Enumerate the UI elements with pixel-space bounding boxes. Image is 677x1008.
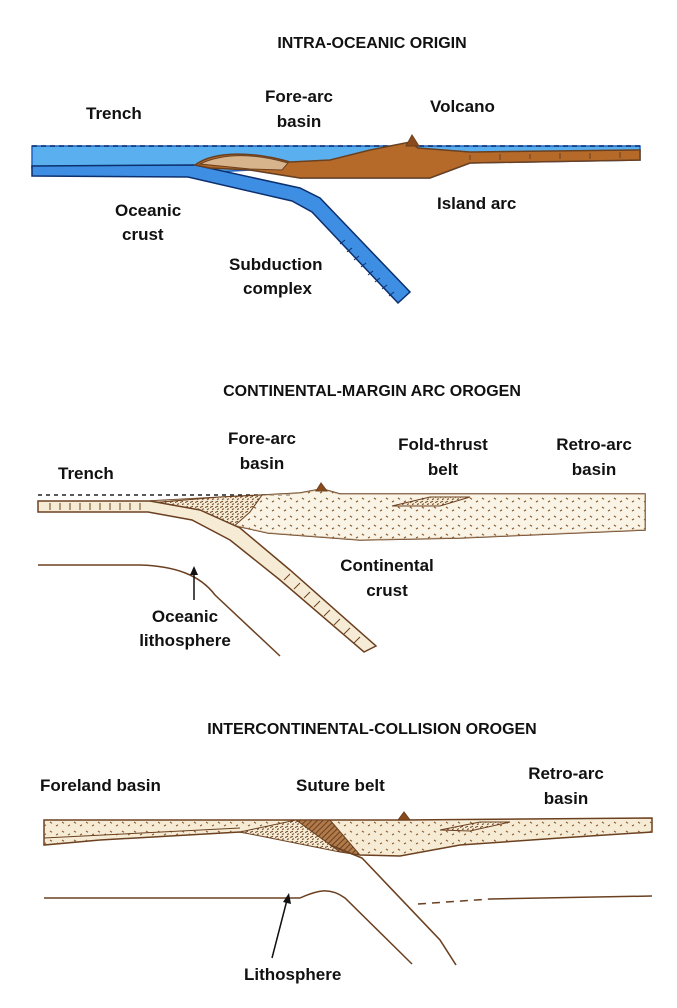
- arc-surface-ticks: [469, 152, 621, 160]
- arrow-lithosphere: [271, 899, 288, 959]
- fold-thrust-belt-2: [391, 496, 471, 507]
- label-retroarc-2b: basin: [572, 460, 616, 479]
- label-retroarc-3b: basin: [544, 789, 588, 808]
- label-foldthrust-a: Fold-thrust: [398, 435, 488, 454]
- subducting-slab-3: [329, 844, 457, 966]
- label-foldthrust-b: belt: [428, 460, 459, 479]
- label-retroarc-2a: Retro-arc: [556, 435, 632, 454]
- label-subduction-a: Subduction: [229, 255, 322, 274]
- slab-ticks-2: [49, 503, 361, 644]
- arrowhead-lithosphere: [283, 893, 291, 904]
- collision-crust-dots: [44, 818, 652, 856]
- volcano-cone-2: [315, 482, 328, 492]
- forearc-basin-fill: [198, 155, 289, 171]
- volcano-cone-1: [405, 134, 420, 147]
- suture-forearc: [239, 819, 341, 853]
- island-arc: [193, 141, 641, 179]
- label-suture: Suture belt: [296, 776, 385, 795]
- panel-continental-margin: CONTINENTAL-MARGIN ARC OROGEN: [37, 383, 646, 657]
- panel1-title: INTRA-OCEANIC ORIGIN: [277, 35, 466, 52]
- label-continental-a: Continental: [340, 556, 434, 575]
- label-continental-b: crust: [366, 581, 408, 600]
- volcano-cone-3: [397, 811, 411, 821]
- label-oceanic-2a: Oceanic: [152, 607, 218, 626]
- label-oceanic-1a: Oceanic: [115, 201, 181, 220]
- label-trench-2: Trench: [58, 464, 114, 483]
- crust-inner-line-3: [43, 827, 241, 839]
- panel-intercontinental: INTERCONTINENTAL-COLLISION OROGEN Forela…: [40, 721, 653, 984]
- lithosphere-dashed: [417, 898, 491, 905]
- lithosphere-base-2: [38, 564, 281, 657]
- continental-crust-dots: [150, 490, 645, 540]
- panel2-title: CONTINENTAL-MARGIN ARC OROGEN: [223, 383, 521, 400]
- slab-ticks: [339, 239, 395, 297]
- label-forearc-1a: Fore-arc: [265, 87, 333, 106]
- arrowhead-oceanic-lithosphere: [190, 566, 198, 575]
- panel-intra-oceanic: INTRA-OCEANIC ORIGIN Trench Fore-arc bas…: [31, 35, 641, 305]
- label-volcano: Volcano: [430, 97, 495, 116]
- panel3-title: INTERCONTINENTAL-COLLISION OROGEN: [207, 721, 536, 738]
- label-oceanic-2b: lithosphere: [139, 631, 231, 650]
- oceanic-crust-slab: [31, 164, 412, 305]
- label-lithosphere: Lithosphere: [244, 965, 341, 984]
- fold-thrust-belt-3: [439, 821, 511, 832]
- label-oceanic-1b: crust: [122, 225, 164, 244]
- label-forearc-2b: basin: [240, 454, 284, 473]
- label-forearc-2a: Fore-arc: [228, 429, 296, 448]
- lithosphere-right: [489, 895, 653, 900]
- oceanic-slab-2: [37, 500, 378, 653]
- label-trench-1: Trench: [86, 104, 142, 123]
- label-retroarc-3a: Retro-arc: [528, 764, 604, 783]
- lithosphere-base-3: [44, 890, 413, 965]
- label-subduction-b: complex: [243, 279, 313, 298]
- label-foreland: Foreland basin: [40, 776, 161, 795]
- label-island-arc: Island arc: [437, 194, 516, 213]
- label-forearc-1b: basin: [277, 112, 321, 131]
